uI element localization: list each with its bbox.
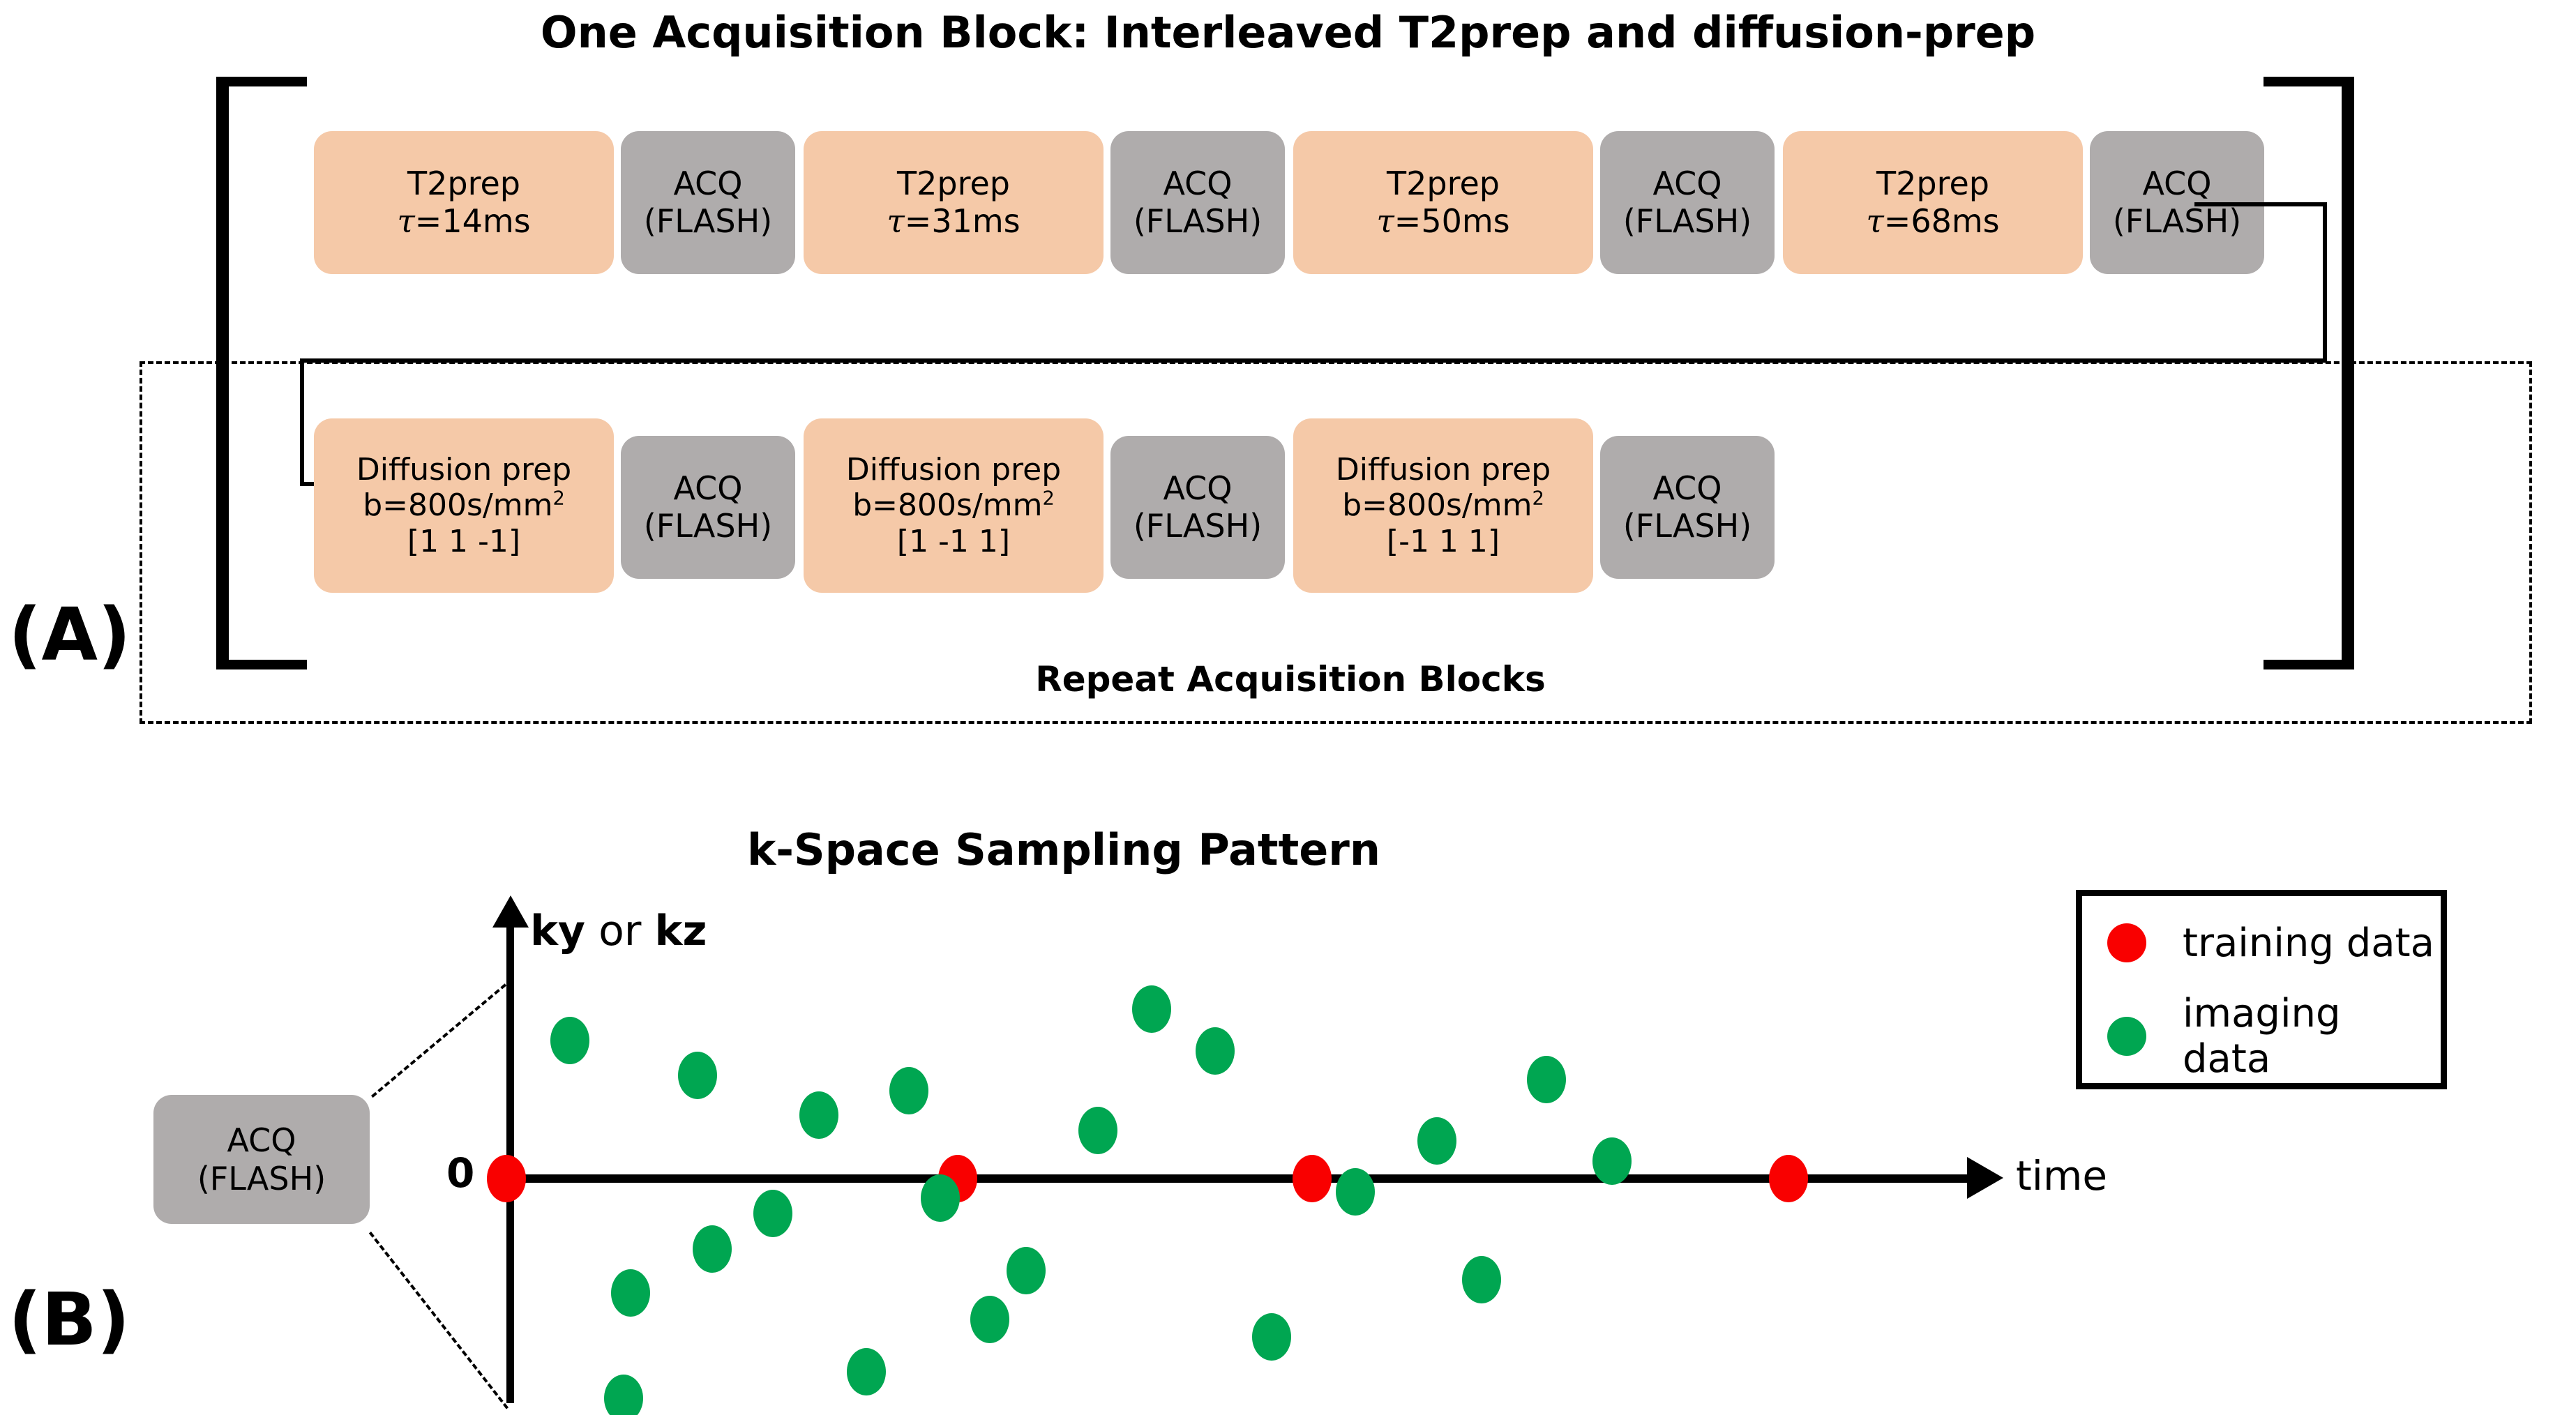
diffusion-bvalue-1: b=800s/mm2 bbox=[363, 487, 565, 524]
scatter-dot-imaging bbox=[921, 1174, 961, 1223]
panel-a-title: One Acquisition Block: Interleaved T2pre… bbox=[540, 7, 2036, 58]
acq-box-6[interactable]: ACQ (FLASH) bbox=[1110, 436, 1285, 579]
acq-label-5b: (FLASH) bbox=[643, 506, 773, 545]
scatter-dot-training bbox=[1768, 1155, 1808, 1202]
scatter-dot-imaging bbox=[603, 1375, 643, 1415]
panel-a-letter: (A) bbox=[8, 592, 131, 677]
scatter-dot-imaging bbox=[1252, 1312, 1292, 1361]
scatter-dot-imaging bbox=[1132, 985, 1171, 1034]
acq-label-2a: ACQ bbox=[1163, 164, 1233, 202]
acq-label-6b: (FLASH) bbox=[1133, 506, 1263, 545]
scatter-dot-imaging bbox=[753, 1190, 792, 1238]
t2prep-box-3[interactable]: T2prep τ=50ms bbox=[1293, 131, 1593, 274]
scatter-dot-training bbox=[487, 1155, 526, 1202]
legend-item-training[interactable]: training data bbox=[2082, 896, 2441, 990]
diffusion-prep-box-1[interactable]: Diffusion prep b=800s/mm2 [1 1 -1] bbox=[314, 418, 614, 593]
scatter-dot-imaging bbox=[1592, 1137, 1632, 1185]
diffusion-direction-3: [-1 1 1] bbox=[1386, 523, 1500, 559]
scatter-dot-imaging bbox=[1461, 1255, 1501, 1303]
t2prep-tau-2: τ=31ms bbox=[887, 202, 1020, 240]
left-bracket bbox=[216, 77, 307, 669]
feedback-line-right bbox=[2323, 202, 2327, 363]
legend-box: training data imaging data bbox=[2076, 890, 2447, 1089]
t2prep-label-3: T2prep bbox=[1387, 164, 1500, 202]
repeat-blocks-label: Repeat Acquisition Blocks bbox=[1035, 659, 1546, 699]
y-axis-arrow-icon bbox=[492, 895, 529, 928]
t2prep-label-2: T2prep bbox=[897, 164, 1010, 202]
acq-callout-label-2: (FLASH) bbox=[197, 1159, 326, 1197]
t2prep-label-4: T2prep bbox=[1876, 164, 1989, 202]
acq-box-2[interactable]: ACQ (FLASH) bbox=[1110, 131, 1285, 274]
t2prep-tau-3: τ=50ms bbox=[1376, 202, 1510, 240]
scatter-dot-imaging bbox=[799, 1091, 838, 1139]
t2prep-box-1[interactable]: T2prep τ=14ms bbox=[314, 131, 614, 274]
t2prep-box-4[interactable]: T2prep τ=68ms bbox=[1783, 131, 2083, 274]
acq-label-2b: (FLASH) bbox=[1133, 202, 1263, 240]
diffusion-bvalue-2: b=800s/mm2 bbox=[852, 487, 1055, 524]
acq-label-3b: (FLASH) bbox=[1622, 202, 1752, 240]
acq-label-7a: ACQ bbox=[1652, 469, 1722, 507]
scatter-dot-imaging bbox=[677, 1051, 717, 1099]
scatter-dot-imaging bbox=[611, 1269, 651, 1317]
acq-callout-box[interactable]: ACQ (FLASH) bbox=[153, 1095, 370, 1224]
acq-label-4a: ACQ bbox=[2142, 164, 2212, 202]
repeat-block-dashed-outline bbox=[140, 361, 2532, 724]
legend-label-imaging: imaging data bbox=[2183, 991, 2341, 1082]
diffusion-prep-box-3[interactable]: Diffusion prep b=800s/mm2 [-1 1 1] bbox=[1293, 418, 1593, 593]
acq-label-6a: ACQ bbox=[1163, 469, 1233, 507]
scatter-dot-imaging bbox=[1527, 1056, 1567, 1104]
x-axis-label: time bbox=[2016, 1152, 2108, 1200]
t2prep-box-2[interactable]: T2prep τ=31ms bbox=[804, 131, 1104, 274]
acq-box-1[interactable]: ACQ (FLASH) bbox=[621, 131, 795, 274]
y-axis-label-or: or bbox=[585, 907, 655, 955]
diffusion-label-1: Diffusion prep bbox=[356, 451, 572, 487]
scatter-dot-imaging bbox=[1417, 1117, 1456, 1165]
legend-swatch-training-icon bbox=[2107, 923, 2146, 962]
y-axis-label: ky or kz bbox=[530, 907, 707, 955]
scatter-dot-imaging bbox=[550, 1016, 590, 1064]
scatter-dot-imaging bbox=[1006, 1247, 1046, 1295]
feedback-line-middle bbox=[300, 358, 2327, 363]
scatter-dot-imaging bbox=[889, 1067, 928, 1114]
acq-callout-label-1: ACQ bbox=[227, 1121, 296, 1160]
scatter-dot-imaging bbox=[1336, 1167, 1376, 1216]
diffusion-bvalue-3: b=800s/mm2 bbox=[1342, 487, 1544, 524]
diffusion-direction-2: [1 -1 1] bbox=[896, 523, 1011, 559]
acq-label-1b: (FLASH) bbox=[643, 202, 773, 240]
t2prep-label-1: T2prep bbox=[407, 164, 520, 202]
diffusion-prep-box-2[interactable]: Diffusion prep b=800s/mm2 [1 -1 1] bbox=[804, 418, 1104, 593]
acq-box-5[interactable]: ACQ (FLASH) bbox=[621, 436, 795, 579]
scatter-dot-training bbox=[1293, 1155, 1332, 1202]
right-bracket bbox=[2264, 77, 2354, 669]
acq-box-3[interactable]: ACQ (FLASH) bbox=[1600, 131, 1775, 274]
acq-label-7b: (FLASH) bbox=[1622, 506, 1752, 545]
acq-label-5a: ACQ bbox=[673, 469, 743, 507]
legend-label-training: training data bbox=[2183, 920, 2434, 966]
scatter-dot-imaging bbox=[1196, 1027, 1235, 1075]
legend-item-imaging[interactable]: imaging data bbox=[2082, 990, 2441, 1083]
feedback-line-left bbox=[300, 358, 304, 484]
acq-box-7[interactable]: ACQ (FLASH) bbox=[1600, 436, 1775, 579]
acq-label-3a: ACQ bbox=[1652, 164, 1722, 202]
t2prep-tau-4: τ=68ms bbox=[1866, 202, 2000, 240]
feedback-line-top bbox=[2194, 202, 2327, 206]
y-axis-label-kz: kz bbox=[654, 907, 707, 955]
acq-label-1a: ACQ bbox=[673, 164, 743, 202]
acq-label-4b: (FLASH) bbox=[2112, 202, 2242, 240]
scatter-dot-imaging bbox=[970, 1295, 1009, 1343]
diffusion-label-2: Diffusion prep bbox=[845, 451, 1062, 487]
x-axis-arrow-icon bbox=[1967, 1157, 2003, 1199]
diffusion-label-3: Diffusion prep bbox=[1335, 451, 1551, 487]
scatter-dot-imaging bbox=[692, 1225, 732, 1273]
scatter-dot-imaging bbox=[847, 1348, 887, 1396]
panel-b-letter: (B) bbox=[8, 1277, 130, 1362]
diffusion-direction-1: [1 1 -1] bbox=[407, 523, 521, 559]
panel-b-title: k-Space Sampling Pattern bbox=[747, 824, 1380, 875]
legend-swatch-imaging-icon bbox=[2107, 1017, 2146, 1056]
y-axis-label-ky: ky bbox=[530, 907, 586, 955]
y-axis-zero-tick-label: 0 bbox=[446, 1149, 475, 1197]
t2prep-tau-1: τ=14ms bbox=[397, 202, 531, 240]
scatter-dot-imaging bbox=[1078, 1106, 1118, 1154]
